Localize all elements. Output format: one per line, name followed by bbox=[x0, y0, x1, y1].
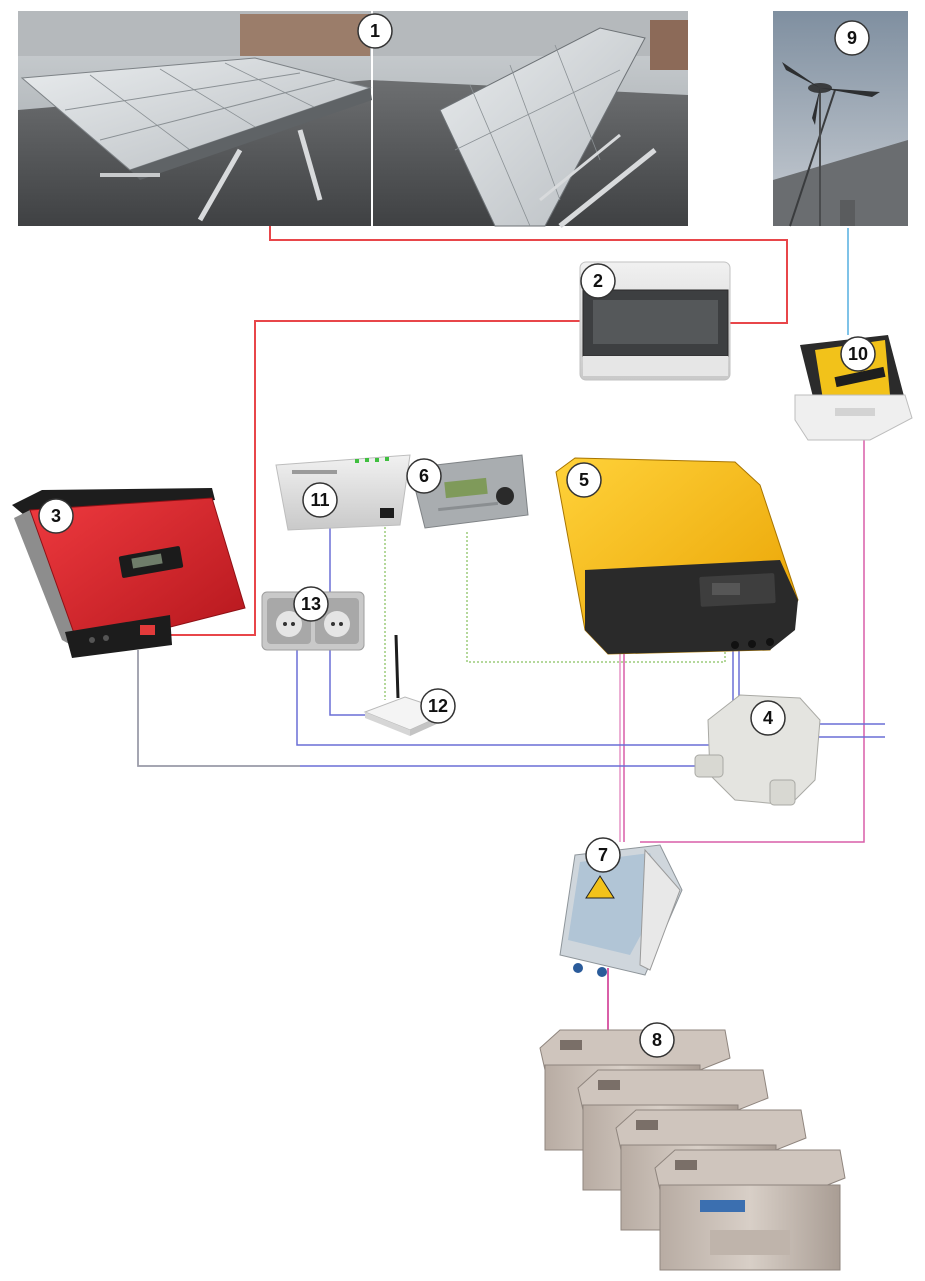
label-11: 11 bbox=[310, 490, 329, 510]
battery-wire-controller bbox=[640, 420, 865, 843]
badge-6 bbox=[406, 458, 442, 494]
badge-1 bbox=[357, 13, 393, 49]
antenna-icon bbox=[394, 634, 400, 699]
badge-11 bbox=[302, 482, 338, 518]
data-wire-display-inverter bbox=[466, 532, 726, 663]
badge-9 bbox=[834, 20, 870, 56]
badge-4 bbox=[750, 700, 786, 736]
badge-8 bbox=[639, 1022, 675, 1058]
power-sockets: 13 bbox=[261, 586, 365, 651]
label-7: 7 bbox=[598, 845, 608, 865]
dc-wire-panels-to-box bbox=[269, 226, 788, 324]
wifi-router: 12 bbox=[363, 634, 456, 736]
ac-wire-sockets-router bbox=[329, 648, 372, 716]
grid-inverter: 3 bbox=[12, 488, 246, 658]
battery-fuse-box: 7 bbox=[559, 837, 683, 977]
label-3: 3 bbox=[51, 506, 61, 526]
label-6: 6 bbox=[419, 466, 429, 486]
label-13: 13 bbox=[301, 594, 321, 614]
label-9: 9 bbox=[847, 28, 857, 48]
knob-icon bbox=[496, 487, 514, 505]
junction-box: 4 bbox=[694, 694, 821, 806]
ac-wire-sockets-junction bbox=[296, 648, 735, 746]
label-1: 1 bbox=[370, 21, 380, 41]
label-5: 5 bbox=[579, 470, 589, 490]
ac-wire-grey bbox=[137, 650, 300, 767]
battery-bank: 8 bbox=[539, 1022, 846, 1271]
label-8: 8 bbox=[652, 1030, 662, 1050]
badge-5 bbox=[566, 462, 602, 498]
wiring-layer bbox=[137, 226, 885, 1078]
wind-turbine-photo: 9 bbox=[773, 11, 908, 227]
badge-12 bbox=[420, 688, 456, 724]
label-4: 4 bbox=[763, 708, 773, 728]
battery-4 bbox=[654, 1149, 846, 1271]
label-10: 10 bbox=[848, 344, 868, 364]
dc-wire-box-to-inverter bbox=[150, 320, 581, 636]
charge-controller: 10 bbox=[794, 335, 913, 441]
badge-13 bbox=[293, 586, 329, 622]
warning-icon bbox=[585, 875, 615, 899]
distribution-box: 2 bbox=[579, 261, 731, 381]
badge-3 bbox=[38, 498, 74, 534]
badge-2 bbox=[580, 263, 616, 299]
badge-7 bbox=[585, 837, 621, 873]
badge-10 bbox=[840, 336, 876, 372]
label-12: 12 bbox=[428, 696, 448, 716]
solar-panels-photo: 1 bbox=[18, 11, 688, 228]
battery-inverter: 5 bbox=[555, 457, 799, 655]
display-unit: 6 bbox=[406, 454, 529, 529]
label-2: 2 bbox=[593, 271, 603, 291]
webbox-device: 11 bbox=[275, 454, 411, 531]
